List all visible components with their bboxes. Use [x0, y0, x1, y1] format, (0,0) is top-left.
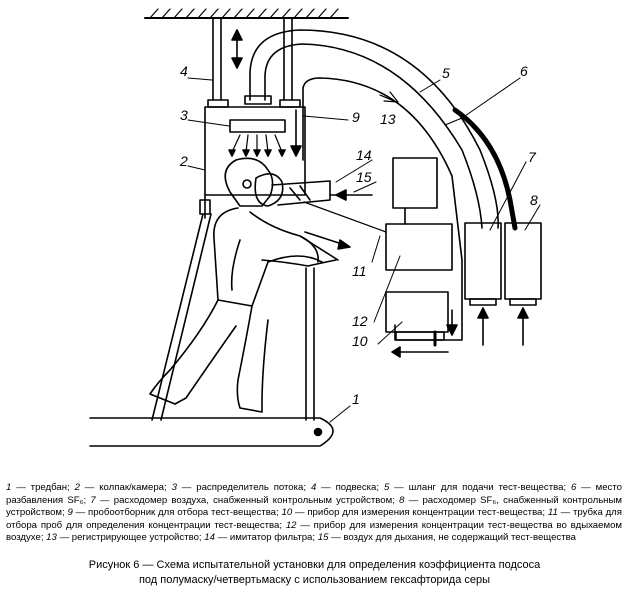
caption-line-2: под полумаску/четвертьмаску с использова… — [138, 574, 491, 586]
legend-item-text: — прибор для измерения концентрации тест… — [292, 507, 548, 519]
legend-item-text: — шланг для подачи тест-вещества; — [389, 482, 571, 493]
label-6: 6 — [520, 63, 528, 79]
ceiling — [144, 8, 349, 19]
legend-item-number: 4 — [310, 482, 317, 493]
legend-item-text: — тредбан; — [11, 482, 75, 493]
legend-item-text: — пробоотборник для отбора тест-вещества… — [72, 507, 282, 519]
legend-item-text: — имитатор фильтра; — [214, 532, 318, 544]
label-10: 10 — [352, 333, 368, 349]
leader-lines — [187, 77, 541, 423]
legend-item-text: — место разбавления SF₆; — [6, 482, 622, 506]
label-14: 14 — [356, 147, 372, 163]
figure-caption: Рисунок 6 — Схема испытательной установк… — [0, 558, 629, 588]
figure-legend: 1 — тредбан; 2 — колпак/камера; 3 — расп… — [6, 482, 622, 545]
sample-arrow — [304, 231, 346, 246]
recording-device — [392, 157, 438, 225]
flow-distributor — [228, 119, 286, 157]
treadmill — [89, 417, 334, 447]
label-5: 5 — [442, 65, 450, 81]
legend-item-text: — прибор для измерения концентрации тест… — [6, 519, 622, 544]
label-12: 12 — [352, 313, 368, 329]
sampling-tube — [303, 201, 387, 233]
legend-item-text: — регистрирующее устройство; — [56, 532, 205, 544]
legend-item-number: 14 — [204, 532, 215, 544]
legend-item-number: 11 — [547, 507, 558, 519]
label-13: 13 — [380, 111, 396, 127]
legend-item-number: 3 — [171, 482, 177, 493]
legend-item-text: — воздух для дыхания, не содержащий тест… — [328, 532, 576, 544]
label-4: 4 — [180, 63, 188, 79]
air-flowmeter — [464, 222, 502, 346]
label-1: 1 — [352, 391, 360, 407]
sf6-flowmeter — [504, 222, 542, 346]
legend-item-number: 13 — [46, 532, 57, 544]
legend-item-number: 9 — [67, 507, 73, 519]
sf6-dilution-point — [444, 107, 518, 231]
legend-item-number: 12 — [285, 519, 297, 531]
legend-item-text: — распределитель потока; — [176, 482, 311, 493]
legend-item-number: 10 — [281, 507, 293, 519]
label-3: 3 — [180, 107, 188, 123]
caption-line-1: Рисунок 6 — Схема испытательной установк… — [88, 559, 541, 571]
label-11: 11 — [352, 263, 367, 279]
legend-item-text: — подвеска; — [316, 482, 384, 493]
vertical-motion-arrow — [231, 29, 243, 69]
legend-item-number: 2 — [74, 482, 80, 493]
label-7: 7 — [528, 149, 537, 165]
legend-item-number: 15 — [317, 532, 329, 544]
legend-paragraph: 1 — тредбан; 2 — колпак/камера; 3 — расп… — [6, 482, 622, 545]
sampler — [290, 109, 304, 161]
legend-item-text: — расходомер SF₆, снабженный контрольным… — [6, 494, 622, 519]
test-agent-hose — [244, 29, 499, 229]
test-setup-diagram: 4 3 2 5 6 9 13 14 15 7 8 11 12 10 1 — [89, 8, 542, 447]
legend-item-number: 8 — [399, 494, 405, 506]
sampling-line — [302, 77, 463, 341]
legend-item-number: 1 — [6, 482, 12, 493]
inhaled-air-analyzer — [385, 223, 453, 271]
legend-item-number: 7 — [90, 494, 96, 506]
legend-item-text: — трубка для отбора проб для определения… — [6, 507, 622, 531]
label-2: 2 — [179, 153, 188, 169]
legend-item-number: 5 — [383, 482, 390, 493]
legend-item-number: 6 — [570, 482, 577, 493]
concentration-analyzer — [385, 291, 458, 358]
treadmill-post — [151, 213, 315, 421]
hood-chamber — [199, 106, 306, 219]
legend-item-text: — колпак/камера; — [79, 482, 172, 493]
filter-simulator — [271, 180, 373, 206]
test-subject — [149, 157, 339, 413]
label-9: 9 — [352, 109, 360, 125]
legend-item-text: — расходомер воздуха, снабженный контрол… — [95, 494, 400, 506]
label-15: 15 — [356, 169, 372, 185]
label-8: 8 — [530, 192, 538, 208]
